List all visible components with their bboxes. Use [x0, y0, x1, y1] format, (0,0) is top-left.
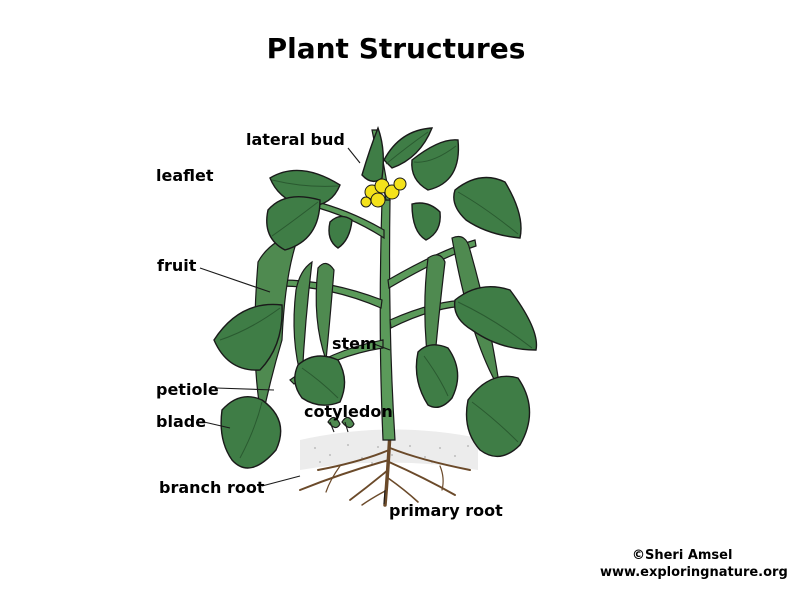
label-fruit: fruit: [157, 256, 197, 275]
label-petiole: petiole: [156, 380, 219, 399]
credit-author: ©Sheri Amsel: [632, 548, 733, 563]
flowers: [360, 177, 407, 208]
label-primary-root: primary root: [389, 501, 503, 520]
leader-lines: [199, 147, 391, 505]
leaf-veins: [219, 131, 533, 459]
label-stem: stem: [332, 334, 377, 353]
label-branch-root: branch root: [159, 478, 265, 497]
label-leaflet: leaflet: [156, 166, 214, 185]
fruit-pods: [254, 231, 501, 421]
label-cotyledon: cotyledon: [304, 402, 393, 421]
diagram-title: Plant Structures: [266, 32, 526, 65]
credit-website: www.exploringnature.org: [600, 565, 788, 580]
roots: [299, 430, 471, 507]
label-lateral-bud: lateral bud: [246, 130, 345, 149]
label-blade: blade: [156, 412, 207, 431]
